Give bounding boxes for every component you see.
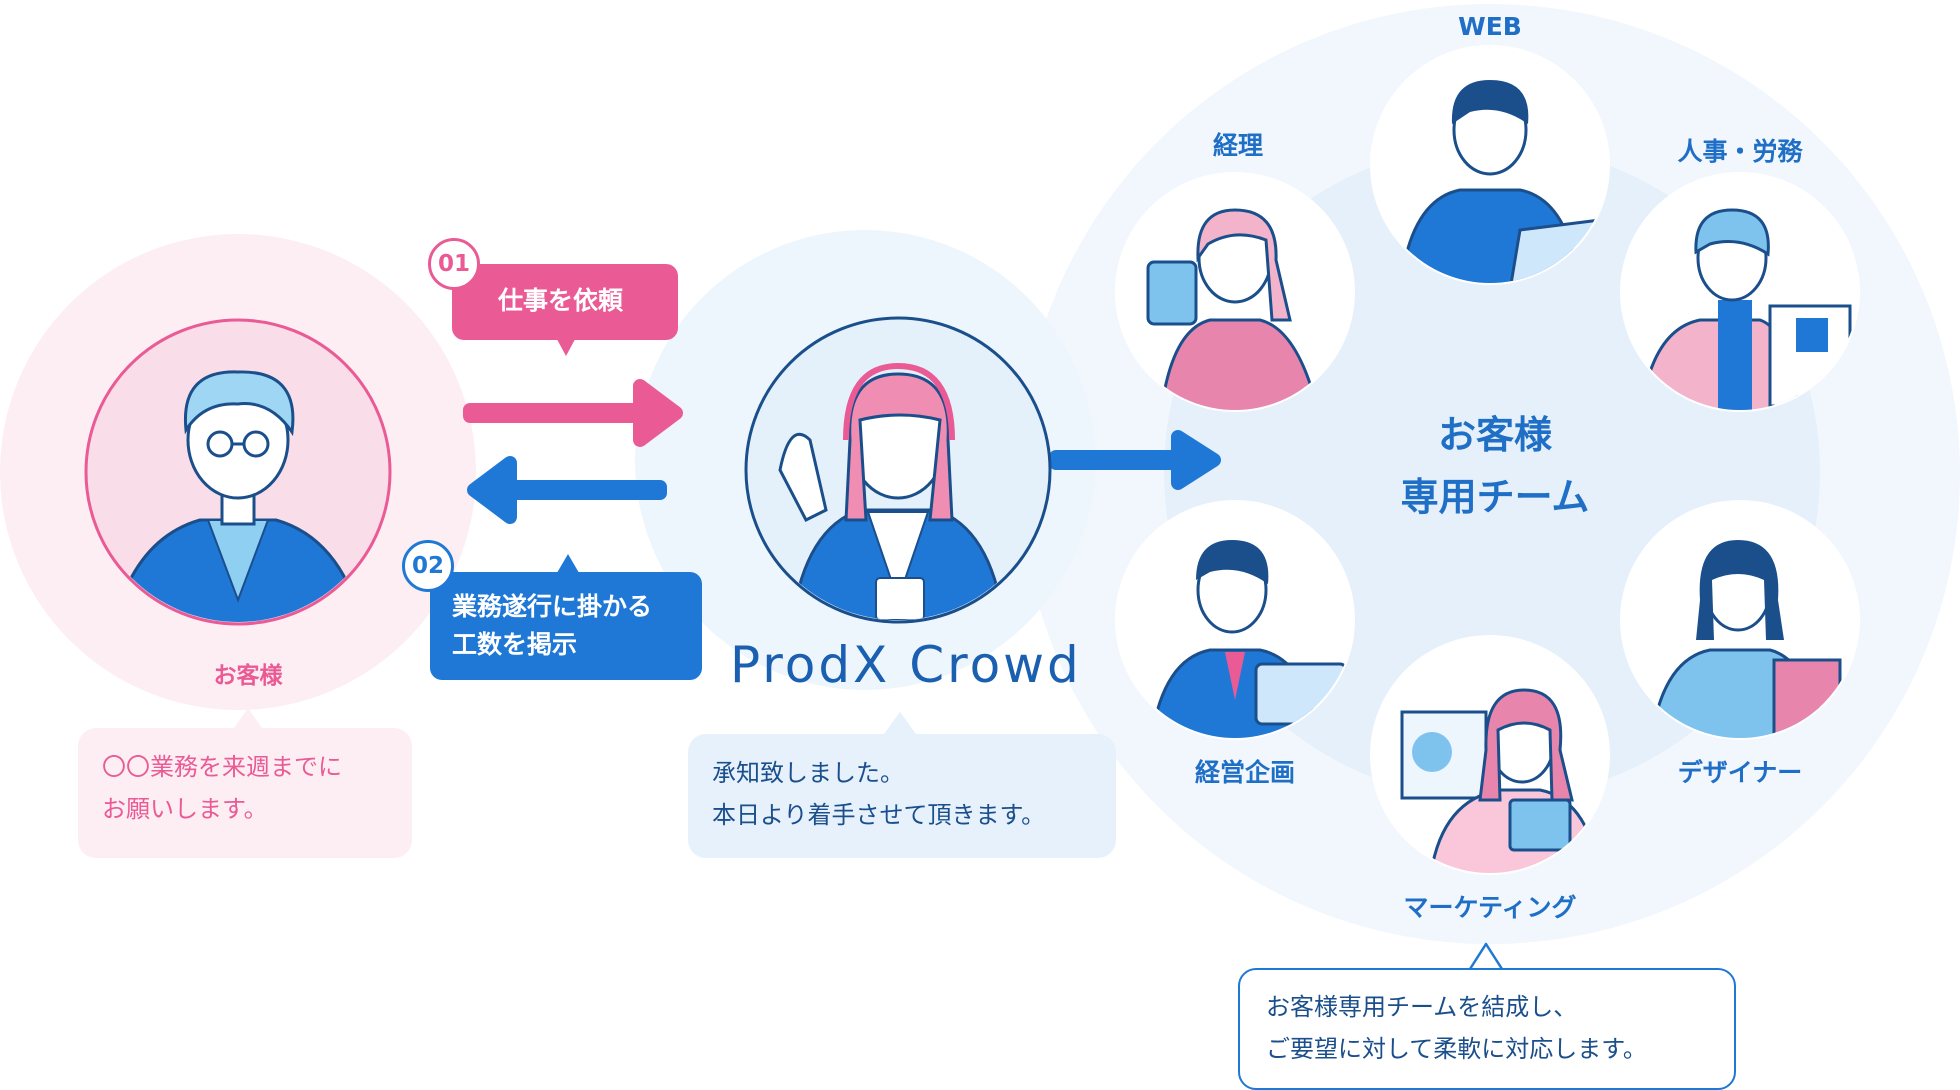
estimate-step-line: 工数を掲示 [452, 630, 578, 659]
customer-bubble-line: 〇〇業務を来週までに [102, 753, 342, 781]
team-bubble-line: ご要望に対して柔軟に対応します。 [1266, 1035, 1647, 1063]
team-title: お客様 専用チーム [1370, 404, 1620, 528]
member-label-accounting: 経理 [1212, 131, 1263, 160]
member-label-hr: 人事・労務 [1677, 137, 1803, 166]
customer-bubble-line: お願いします。 [102, 795, 268, 823]
member-label-marketing: マーケティング [1403, 893, 1577, 922]
team-title-line: 専用チーム [1400, 475, 1590, 519]
designer-member-avatar [1620, 500, 1860, 740]
provider-bubble-pointer [884, 712, 916, 734]
provider-speech-bubble: 承知致しました。 本日より着手させて頂きます。 [688, 734, 1116, 858]
customer-label: お客様 [213, 663, 283, 689]
team-speech-bubble: お客様専用チームを結成し、 ご要望に対して柔軟に対応します。 [1238, 968, 1736, 1090]
customer-speech-bubble: 〇〇業務を来週までに お願いします。 [78, 728, 412, 858]
hr-member-avatar [1620, 172, 1860, 412]
step-01-badge: 01 [428, 238, 480, 290]
planning-member-avatar [1115, 500, 1355, 740]
provider-brand-logo: ProdX Crowd [730, 636, 1082, 694]
member-label-designer: デザイナー [1677, 758, 1803, 787]
request-arrow [463, 379, 683, 447]
team-bubble-line: お客様専用チームを結成し、 [1266, 993, 1578, 1021]
estimate-step-tag: 業務遂行に掛かる 工数を掲示 [430, 572, 702, 680]
request-step-tag: 仕事を依頼 [452, 264, 678, 340]
assign-team-arrow [1049, 430, 1221, 490]
member-label-web: WEB [1458, 12, 1522, 41]
step-02-badge: 02 [402, 540, 454, 592]
estimate-arrow [467, 456, 667, 524]
marketing-member-avatar [1370, 635, 1610, 875]
provider-bubble-line: 承知致しました。 [712, 759, 904, 787]
request-step-text: 仕事を依頼 [498, 286, 624, 315]
provider-bubble-line: 本日より着手させて頂きます。 [712, 801, 1046, 829]
member-label-planning: 経営企画 [1194, 758, 1295, 787]
accounting-member-avatar [1115, 172, 1355, 412]
team-title-line: お客様 [1437, 413, 1552, 457]
team-bubble-pointer [1468, 942, 1504, 970]
provider-avatar [744, 316, 1052, 624]
estimate-step-line: 業務遂行に掛かる [452, 592, 653, 621]
customer-avatar [84, 318, 392, 626]
customer-bubble-pointer [234, 708, 262, 728]
